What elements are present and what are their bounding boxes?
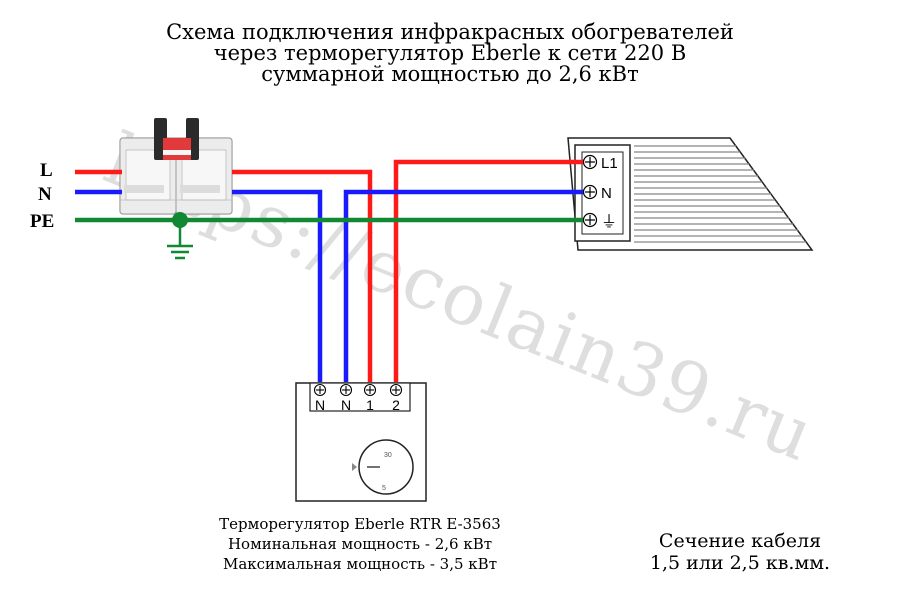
thermostat-terminal-1: 1: [366, 397, 374, 413]
thermostat-dial: [358, 439, 414, 495]
thermostat: N N 1 2 30 5: [295, 382, 427, 502]
cable-section-values: 1,5 или 2,5 кв.мм.: [649, 552, 831, 574]
thermostat-terminal-n2: N: [341, 397, 351, 413]
thermostat-caption: Терморегулятор Eberle RTR E-3563 Номинал…: [180, 514, 540, 574]
thermostat-terminal-n1: N: [315, 397, 325, 413]
phase-wire: [75, 159, 590, 382]
cable-section-label: Сечение кабеля: [658, 530, 822, 552]
thermostat-max-power: Максимальная мощность - 3,5 кВт: [222, 555, 497, 573]
title-line-3: суммарной мощностью до 2,6 кВт: [261, 62, 639, 86]
circuit-breaker: [119, 118, 233, 215]
neutral-wire: [75, 189, 590, 382]
phase-label: L: [40, 160, 53, 181]
title-line-1: Схема подключения инфракрасных обогреват…: [166, 20, 734, 44]
thermostat-nominal-power: Номинальная мощность - 2,6 кВт: [227, 535, 493, 553]
dial-min-label: 5: [382, 485, 386, 492]
cable-caption: Сечение кабеля 1,5 или 2,5 кв.мм.: [600, 530, 880, 574]
earth-label: PE: [30, 211, 55, 232]
thermostat-model: Терморегулятор Eberle RTR E-3563: [219, 515, 501, 533]
heater-fins: [634, 145, 806, 243]
ground-icon: [167, 212, 193, 260]
dial-marker-icon: [352, 463, 357, 471]
heater-terminal-l1: L1: [601, 155, 618, 172]
thermostat-terminal-screws: [313, 383, 403, 397]
thermostat-terminal-2: 2: [392, 397, 400, 413]
heater-terminal-n: N: [601, 185, 612, 202]
earth-terminal-icon: ⏚: [601, 212, 617, 231]
neutral-label: N: [38, 184, 52, 205]
heater-terminal-screws: [582, 154, 598, 228]
title-line-2: через терморегулятор Eberle к сети 220 В: [213, 41, 687, 65]
dial-max-label: 30: [384, 452, 392, 459]
diagram-title: Схема подключения инфракрасных обогреват…: [0, 22, 900, 85]
